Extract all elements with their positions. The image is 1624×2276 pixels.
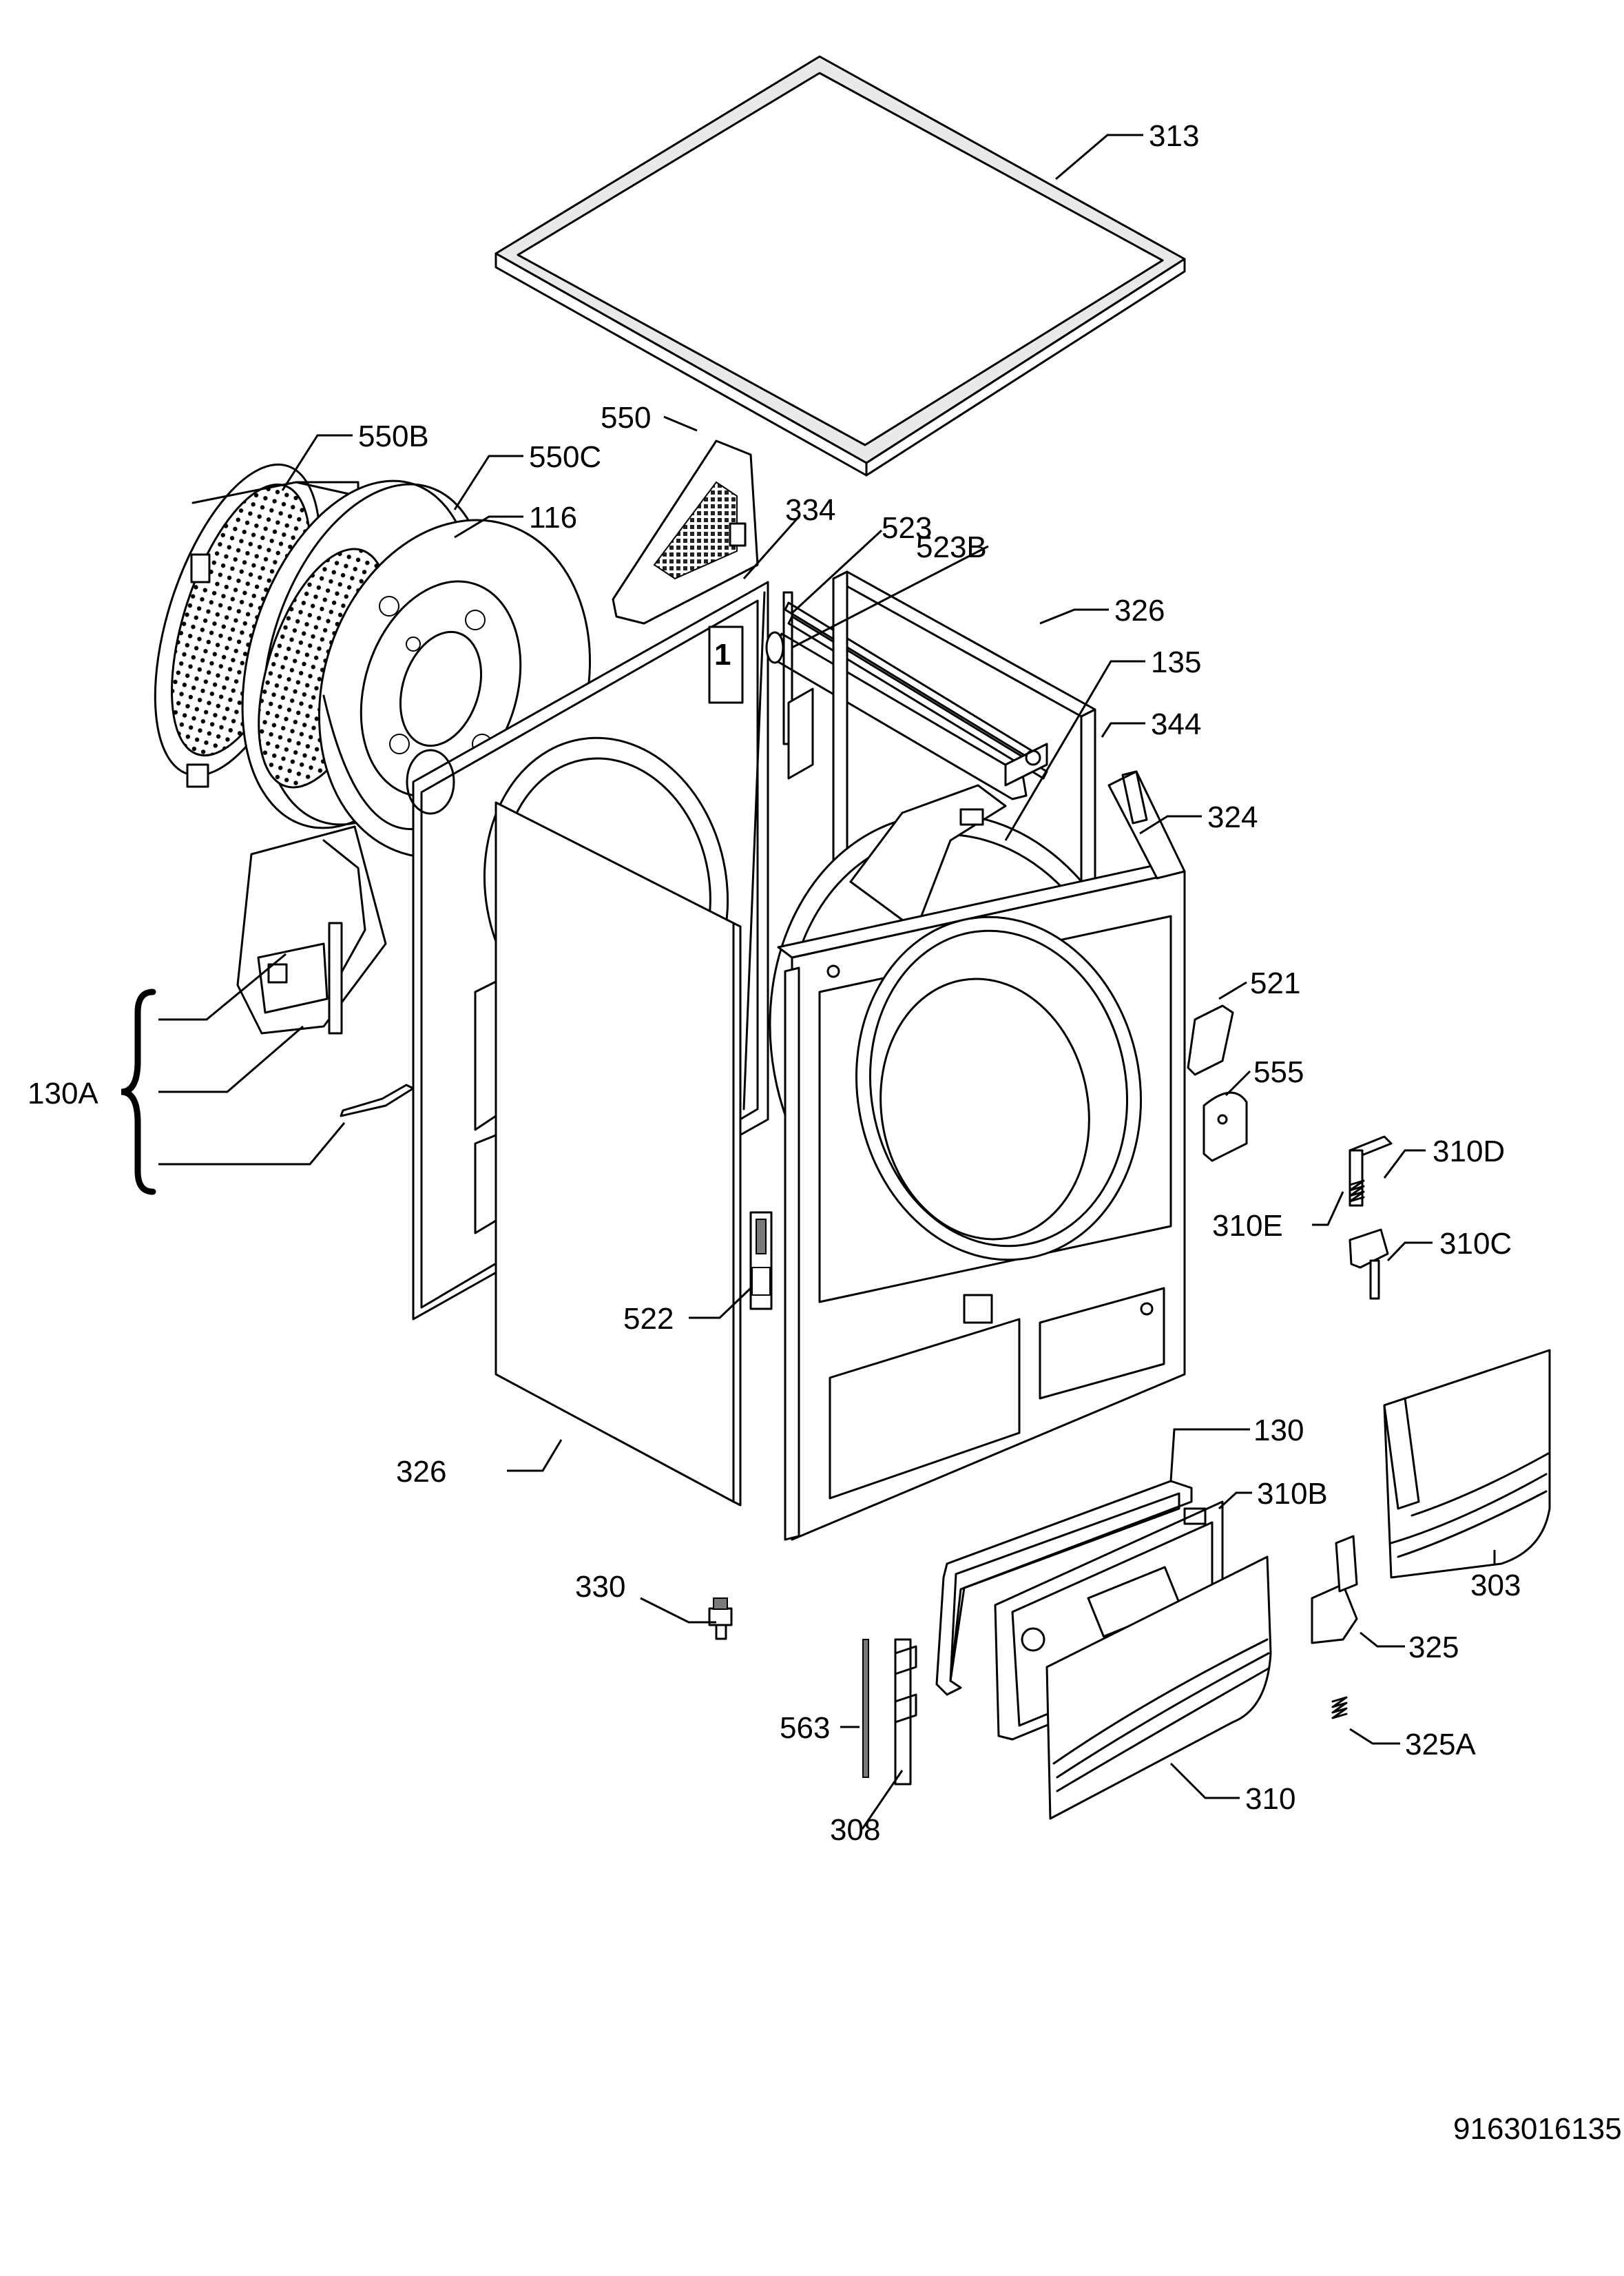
label-324: 324 xyxy=(1207,800,1258,834)
part-555-knob-cover xyxy=(1203,1091,1248,1162)
part-130A-bracket-assembly xyxy=(236,825,415,1117)
label-313: 313 xyxy=(1149,119,1199,153)
part-563-rod xyxy=(862,1639,869,1778)
label-325A: 325A xyxy=(1405,1728,1476,1761)
part-130-seal-frame xyxy=(935,1480,1193,1696)
label-563: 563 xyxy=(780,1711,830,1745)
label-308: 308 xyxy=(830,1813,880,1847)
part-522-door-switch xyxy=(749,1211,773,1310)
label-310D: 310D xyxy=(1433,1135,1505,1168)
part-330-foot xyxy=(708,1597,733,1640)
part-303-side-cover xyxy=(1383,1349,1551,1579)
part-550-filter-grid xyxy=(612,439,759,625)
part-550B-filter-housing xyxy=(154,463,360,788)
part-310E-spring xyxy=(1349,1179,1365,1203)
label-523B: 523B xyxy=(916,530,987,564)
callout-labels: 313 550B 550 550C 116 334 523 523B 326 1… xyxy=(28,119,1622,2146)
part-324-front-panel xyxy=(777,770,1186,1541)
svg-text:1: 1 xyxy=(714,638,731,672)
drawing-number: 9163016135 xyxy=(1453,2112,1622,2146)
part-521-button xyxy=(1187,1004,1234,1076)
label-550C: 550C xyxy=(529,440,601,474)
label-550B: 550B xyxy=(358,420,429,453)
label-310: 310 xyxy=(1245,1782,1295,1816)
label-325: 325 xyxy=(1408,1631,1459,1664)
part-310-drawer xyxy=(1045,1555,1272,1820)
part-313-top-lid xyxy=(495,55,1186,477)
label-555: 555 xyxy=(1253,1055,1304,1089)
label-344: 344 xyxy=(1151,707,1201,741)
label-130A: 130A xyxy=(28,1077,98,1110)
label-326: 326 xyxy=(396,1455,446,1489)
brace-130A xyxy=(121,989,156,1195)
label-310E: 310E xyxy=(1212,1209,1283,1243)
label-130: 130 xyxy=(1253,1414,1304,1447)
part-325A-spring xyxy=(1331,1696,1348,1719)
part-310C-hook xyxy=(1349,1228,1389,1300)
label-116: 116 xyxy=(529,501,577,535)
part-326-side-panel xyxy=(495,801,742,1507)
label-522: 522 xyxy=(623,1302,674,1336)
label-326-top: 326 xyxy=(1114,594,1165,628)
label-303: 303 xyxy=(1470,1569,1521,1602)
label-330: 330 xyxy=(575,1570,625,1604)
part-325-latch-block xyxy=(1311,1535,1358,1644)
label-523: 523 xyxy=(882,511,932,545)
label-310B: 310B xyxy=(1257,1477,1328,1511)
part-310D-latch xyxy=(1349,1135,1393,1207)
label-521: 521 xyxy=(1250,966,1300,1000)
label-135: 135 xyxy=(1151,645,1201,679)
leader-lines xyxy=(158,134,1496,1830)
label-550: 550 xyxy=(601,401,651,435)
label-310C: 310C xyxy=(1439,1227,1512,1261)
part-308-guide xyxy=(894,1638,917,1786)
label-334: 334 xyxy=(785,493,835,527)
